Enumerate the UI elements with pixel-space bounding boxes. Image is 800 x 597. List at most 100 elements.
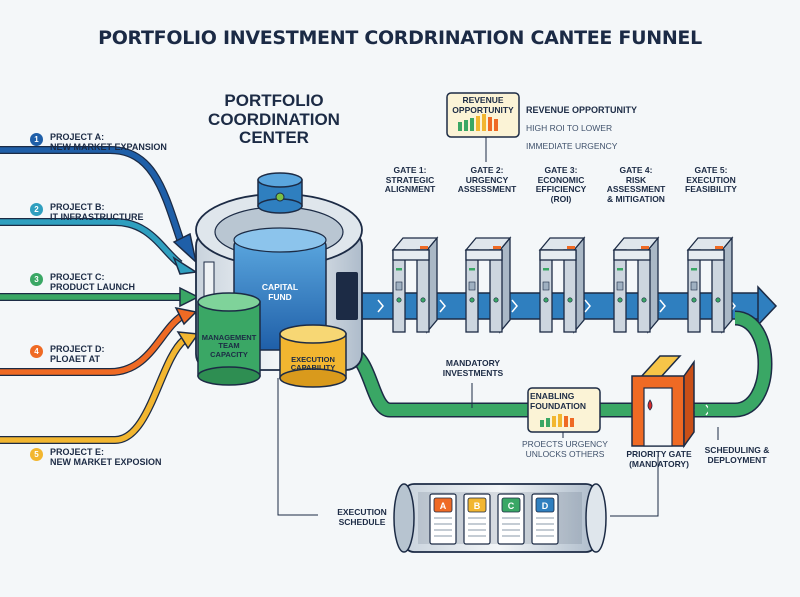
schedule-card-b: B [463, 493, 491, 545]
mgmt-line1: MANAGEMENT [201, 333, 257, 342]
schedule-card-d-letter: D [542, 501, 549, 511]
gate-1-frame [391, 236, 439, 334]
coordination-center-title: PORTFOLIO COORDINATION CENTER [208, 91, 340, 148]
management-capacity-tank [197, 292, 261, 386]
project-a-name: PROJECT A: [50, 132, 105, 142]
mgmt-line3: CAPACITY [210, 349, 248, 359]
revenue-description: REVENUE OPPORTUNITY HIGH ROI TO LOWER IM… [526, 100, 676, 154]
gate-3-frame [538, 236, 586, 334]
schedule-card-d: D [531, 493, 559, 545]
gate-2-frame [464, 236, 512, 334]
gate-4-frame [612, 236, 660, 334]
project-b-arrow [0, 218, 199, 275]
priority-gate-frame [631, 355, 695, 449]
execution-schedule-line1: EXECUTION [337, 507, 387, 517]
gate-3-line2: ECONOMIC [537, 174, 585, 185]
project-a-label: 1 PROJECT A: NEW MARKET EXPANSION [30, 132, 200, 152]
enabling-box-line2: FOUNDATION [530, 400, 587, 411]
project-c-name: PROJECT C: [50, 272, 105, 282]
exec-line2: CAPABILITY [290, 363, 336, 373]
mandatory-investments-label: MANDATORY INVESTMENTS [428, 358, 518, 378]
project-d-arrow [0, 306, 198, 376]
management-capacity-label: MANAGEMENT TEAM CAPACITY [197, 333, 261, 359]
project-c-label: 3 PROJECT C: PRODUCT LAUNCH [30, 272, 200, 292]
gate-4-line3: ASSESSMENT [606, 184, 666, 195]
schedule-card-c: C [497, 493, 525, 545]
project-e-name: PROJECT E: [50, 447, 105, 457]
project-e-desc: NEW MARKET EXPOSION [50, 457, 162, 468]
gate-4-label: GATE 4: RISK ASSESSMENT & MITIGATION [601, 165, 671, 204]
project-b-desc: IT INFRASTRUCTURE [50, 212, 144, 223]
priority-gate-label: PRIORITY GATE (MANDATORY) [614, 449, 704, 469]
project-b-label: 2 PROJECT B: IT INFRASTRUCTURE [30, 202, 200, 222]
enabling-sub1: PROECTS URGENCY [522, 439, 608, 449]
project-a-number-badge: 1 [30, 133, 43, 146]
center-title-line3: CENTER [239, 128, 309, 148]
revenue-box-line1: REVENUE [462, 95, 504, 105]
project-a-desc: NEW MARKET EXPANSION [50, 142, 167, 153]
project-a-arrow [0, 146, 198, 265]
priority-gate-line1: PRIORITY GATE [626, 449, 692, 459]
gate-5-line3: FEASIBILITY [685, 184, 737, 195]
project-b-name: PROJECT B: [50, 202, 105, 212]
execution-capability-label: EXECUTION CAPABILITY [282, 355, 344, 373]
priority-gate-line2: (MANDATORY) [629, 458, 689, 469]
gate-5-label: GATE 5: EXECUTION FEASIBILITY [676, 165, 746, 195]
mandatory-line2: INVESTMENTS [442, 367, 504, 378]
center-title-line1: PORTFOLIO [224, 91, 324, 110]
exec-line1: EXECUTION [291, 355, 335, 364]
green-return-path [346, 310, 773, 418]
revenue-sub1: HIGH ROI TO LOWER [526, 122, 613, 133]
gate-4-line2: RISK [625, 174, 647, 185]
project-b-number-badge: 2 [30, 203, 43, 216]
execution-schedule-label: EXECUTION SCHEDULE [322, 507, 402, 527]
revenue-opportunity-box [446, 92, 520, 138]
project-d-number-badge: 4 [30, 345, 43, 358]
schedule-card-c-letter: C [508, 501, 515, 511]
revenue-sub2: IMMEDIATE URGENCY [526, 140, 618, 151]
project-d-name: PROJECT D: [50, 344, 105, 354]
capital-fund-label: CAPITAL FUND [240, 282, 320, 302]
enabling-box-line1: ENABLING [530, 391, 575, 401]
gate-1-title: GATE 1: [393, 165, 427, 175]
schedule-card-b-letter: B [474, 501, 481, 511]
gate-4-line4: & MITIGATION [607, 193, 665, 204]
schedule-card-a: A [429, 493, 457, 545]
project-c-arrow [0, 286, 200, 308]
gate-2-title: GATE 2: [470, 165, 504, 175]
mgmt-line2: TEAM [218, 341, 240, 351]
capital-fund-line1: CAPITAL [261, 282, 299, 292]
revenue-box-line2: OPPORTUNITY [452, 104, 514, 115]
page-title: PORTFOLIO INVESTMENT CORDRINATION CANTEE… [98, 27, 702, 49]
gate-1-label: GATE 1: STRATEGIC ALIGNMENT [375, 165, 445, 195]
project-d-desc: PLOAET AT [50, 354, 100, 365]
project-c-desc: PRODUCT LAUNCH [50, 282, 135, 293]
gate-1-line2: STRATEGIC [385, 174, 435, 185]
mandatory-line1: MANDATORY [445, 358, 501, 368]
gate-3-line3: EFFICIENCY [535, 184, 587, 195]
enabling-box-label: ENABLING FOUNDATION [530, 391, 598, 411]
project-e-number-badge: 5 [30, 448, 43, 461]
revenue-box-label: REVENUE OPPORTUNITY [449, 95, 517, 115]
connector-lines [277, 137, 719, 517]
execution-capability-tank [279, 324, 347, 388]
gate-3-line4: (ROI) [550, 193, 572, 204]
schedule-cards-layer: A B C D [429, 493, 559, 545]
gate-5-title: GATE 5: [694, 165, 728, 175]
gate-5-line2: EXECUTION [686, 174, 736, 185]
execution-schedule-line2: SCHEDULE [338, 516, 386, 527]
scheduling-deployment-label: SCHEDULING & DEPLOYMENT [700, 445, 774, 465]
gate-4-title: GATE 4: [619, 165, 653, 175]
gate-2-label: GATE 2: URGENCY ASSESSMENT [452, 165, 522, 195]
enabling-description: PROECTS URGENCY UNLOCKS OTHERS [520, 439, 610, 459]
enabling-sub2: UNLOCKS OTHERS [525, 448, 605, 459]
revenue-heading: REVENUE OPPORTUNITY [526, 105, 638, 115]
enabling-foundation-box [527, 387, 601, 433]
project-e-label: 5 PROJECT E: NEW MARKET EXPOSION [30, 447, 200, 467]
gates-layer [391, 236, 734, 334]
gate-2-line3: ASSESSMENT [457, 184, 517, 195]
project-c-number-badge: 3 [30, 273, 43, 286]
project-e-arrow [0, 331, 200, 444]
